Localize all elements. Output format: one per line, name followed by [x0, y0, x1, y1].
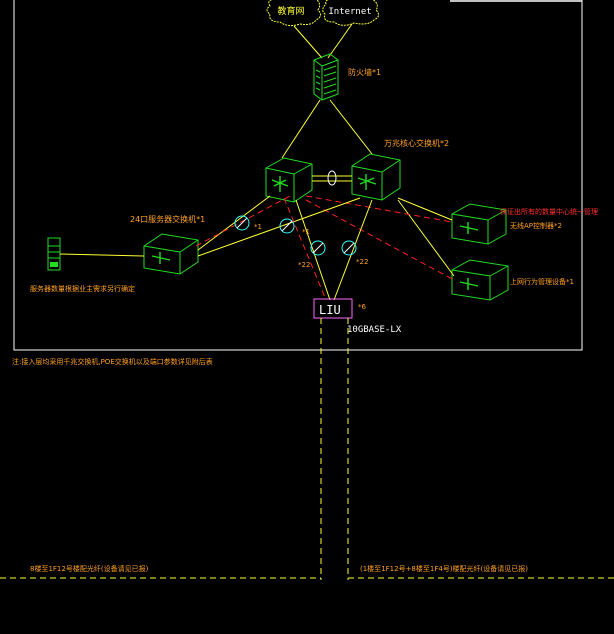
note-main: 注:接入层均采用千兆交换机,POE交换机以及端口参数详见附后表 [12, 357, 213, 366]
link-core-right-liu [333, 199, 373, 301]
core-switch-right-icon [351, 153, 401, 201]
link-core-right-ap [397, 197, 453, 221]
ap-controller-note: 保证出所有的数量中心统一管理 [500, 207, 598, 216]
cloud-right-label: Internet [328, 7, 371, 17]
building-frame [13, 0, 583, 351]
fiber-mark-3: *22 [298, 261, 310, 269]
liu-sub: 10GBASE-LX [347, 325, 402, 335]
bottom-right-label: (1楼至1F12号+8楼至1F4号)楼配光纤(设备请见已报) [360, 564, 528, 573]
fiber-mark-1: *1 [254, 223, 262, 231]
cloud-left-label: 教育网 [277, 5, 304, 17]
link-core-left-liu-dash [283, 197, 327, 301]
link-cloud-left-firewall [293, 25, 323, 59]
fiber-mark-2: *1 [302, 228, 310, 236]
fiber-module-icon-1 [234, 215, 250, 231]
ap-controller-label: 无线AP控制器*2 [510, 221, 562, 230]
link-core-right-mgmt [397, 199, 455, 277]
liu-text: LIU [319, 303, 341, 317]
server-note: 服务器数量根据业主需求另行确定 [30, 284, 135, 293]
link-firewall-core-right [329, 99, 373, 155]
liu-box [313, 298, 353, 319]
server-icon [47, 237, 61, 271]
link-serverswitch-core-left [197, 195, 271, 251]
link-serverswitch-core-right [197, 197, 361, 257]
fiber-mark-4: *22 [356, 258, 368, 266]
server-switch-icon [143, 233, 199, 275]
link-firewall-core-left [281, 99, 321, 159]
liu-suffix: *6 [358, 303, 367, 311]
core-switch-label: 万兆核心交换机*2 [384, 138, 449, 148]
fiber-module-icon-3 [310, 240, 326, 256]
link-server-switch [59, 253, 145, 257]
firewall-icon [313, 53, 339, 101]
cloud-education-network: 教育网 [266, 0, 322, 27]
core-stack-ellipse [327, 170, 337, 186]
link-core-left-ap [305, 195, 453, 223]
ap-controller-icon [451, 203, 507, 245]
core-switch-left-icon [265, 157, 313, 203]
link-core-left-liu [295, 199, 331, 301]
cloud-internet: Internet [322, 0, 380, 26]
behavior-mgmt-icon [451, 259, 509, 301]
behavior-mgmt-label: 上网行为管理设备*1 [510, 277, 574, 286]
link-core-left-mgmt [305, 199, 455, 281]
server-switch-label: 24口服务器交换机*1 [130, 214, 205, 224]
link-serverswitch-core-left-dash [195, 195, 291, 247]
bottom-left-label: 8楼至1F12号楼配光纤(设备请见已报) [30, 564, 149, 573]
link-cloud-right-firewall [327, 23, 353, 59]
fiber-module-icon-4 [341, 240, 357, 256]
fiber-module-icon-2 [279, 218, 295, 234]
firewall-label: 防火墙*1 [348, 67, 381, 77]
